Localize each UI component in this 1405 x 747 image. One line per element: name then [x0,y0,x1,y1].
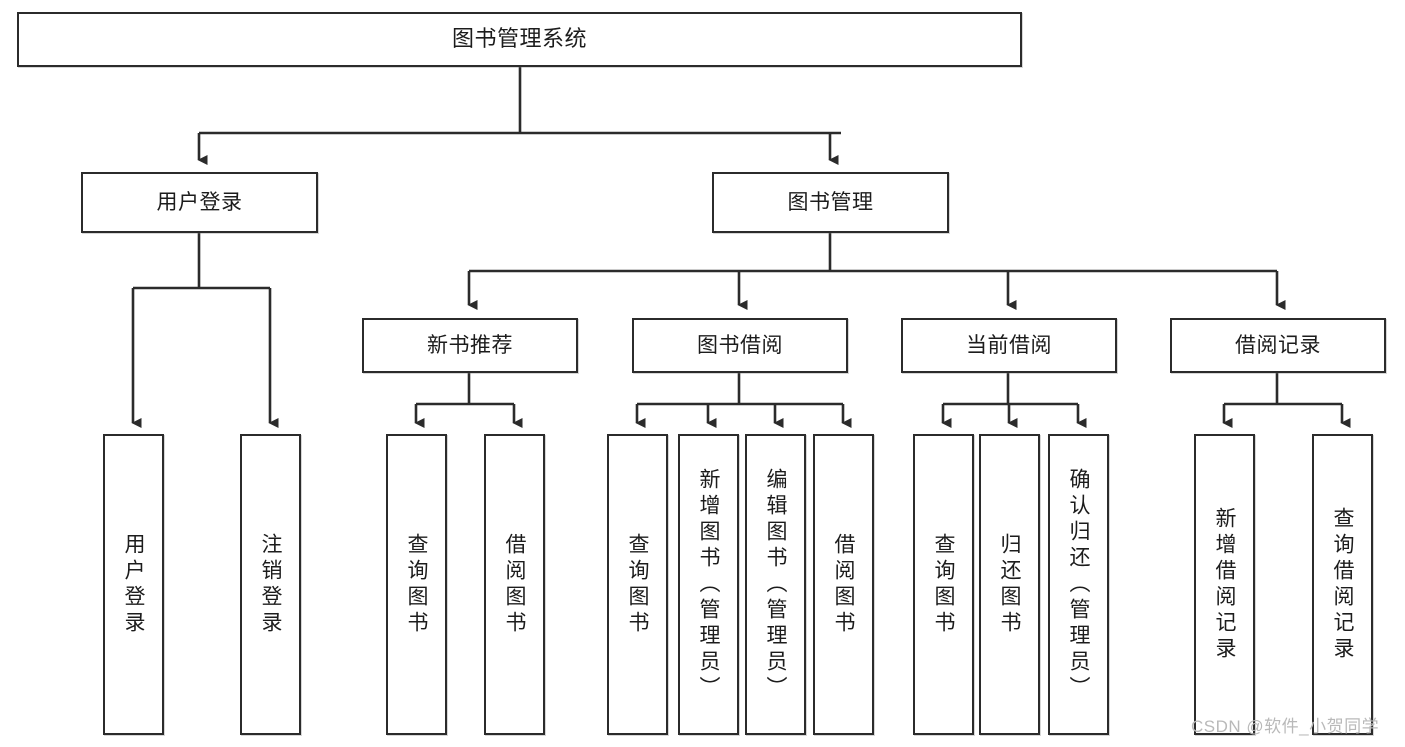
node-label: 借阅图书 [832,532,855,637]
leaf-query-borrow-record[interactable]: 查询借阅记录 [1312,434,1373,735]
node-label: 查询图书 [932,532,955,637]
node-label: 编辑图书（管理员） [764,467,787,702]
node-label: 确认归还（管理员） [1067,467,1090,702]
leaf-logout[interactable]: 注销登录 [240,434,301,735]
leaf-edit-book-admin[interactable]: 编辑图书（管理员） [745,434,806,735]
leaf-add-book-admin[interactable]: 新增图书（管理员） [678,434,739,735]
node-new-book-recommend[interactable]: 新书推荐 [362,318,578,373]
leaf-user-login[interactable]: 用户登录 [103,434,164,735]
node-label: 查询图书 [405,532,428,637]
node-label: 新增图书（管理员） [697,467,720,702]
node-book-management[interactable]: 图书管理 [712,172,949,233]
node-label: 图书管理 [787,190,874,214]
node-label: 归还图书 [998,532,1021,637]
node-current-borrow[interactable]: 当前借阅 [901,318,1117,373]
leaf-confirm-return-admin[interactable]: 确认归还（管理员） [1048,434,1109,735]
node-borrow-record[interactable]: 借阅记录 [1170,318,1386,373]
node-label: 查询图书 [626,532,649,637]
node-root-system[interactable]: 图书管理系统 [17,12,1022,67]
leaf-add-borrow-record[interactable]: 新增借阅记录 [1194,434,1255,735]
node-label: 用户登录 [156,190,243,214]
node-label: 用户登录 [122,532,145,637]
node-label: 借阅记录 [1235,333,1321,357]
node-label: 新增借阅记录 [1213,506,1236,663]
node-label: 注销登录 [259,532,282,637]
leaf-query-book-recommend[interactable]: 查询图书 [386,434,447,735]
node-label: 图书借阅 [697,333,783,357]
leaf-query-book-borrow[interactable]: 查询图书 [607,434,668,735]
node-user-login[interactable]: 用户登录 [81,172,318,233]
node-label: 查询借阅记录 [1331,506,1354,663]
node-label: 当前借阅 [966,333,1052,357]
watermark-text: CSDN @软件_小贺同学 [1191,717,1380,736]
leaf-return-book[interactable]: 归还图书 [979,434,1040,735]
leaf-borrow-book-recommend[interactable]: 借阅图书 [484,434,545,735]
node-label: 图书管理系统 [451,26,587,52]
leaf-borrow-book[interactable]: 借阅图书 [813,434,874,735]
node-label: 新书推荐 [427,333,513,357]
node-label: 借阅图书 [503,532,526,637]
leaf-query-book-current[interactable]: 查询图书 [913,434,974,735]
node-book-borrow[interactable]: 图书借阅 [632,318,848,373]
